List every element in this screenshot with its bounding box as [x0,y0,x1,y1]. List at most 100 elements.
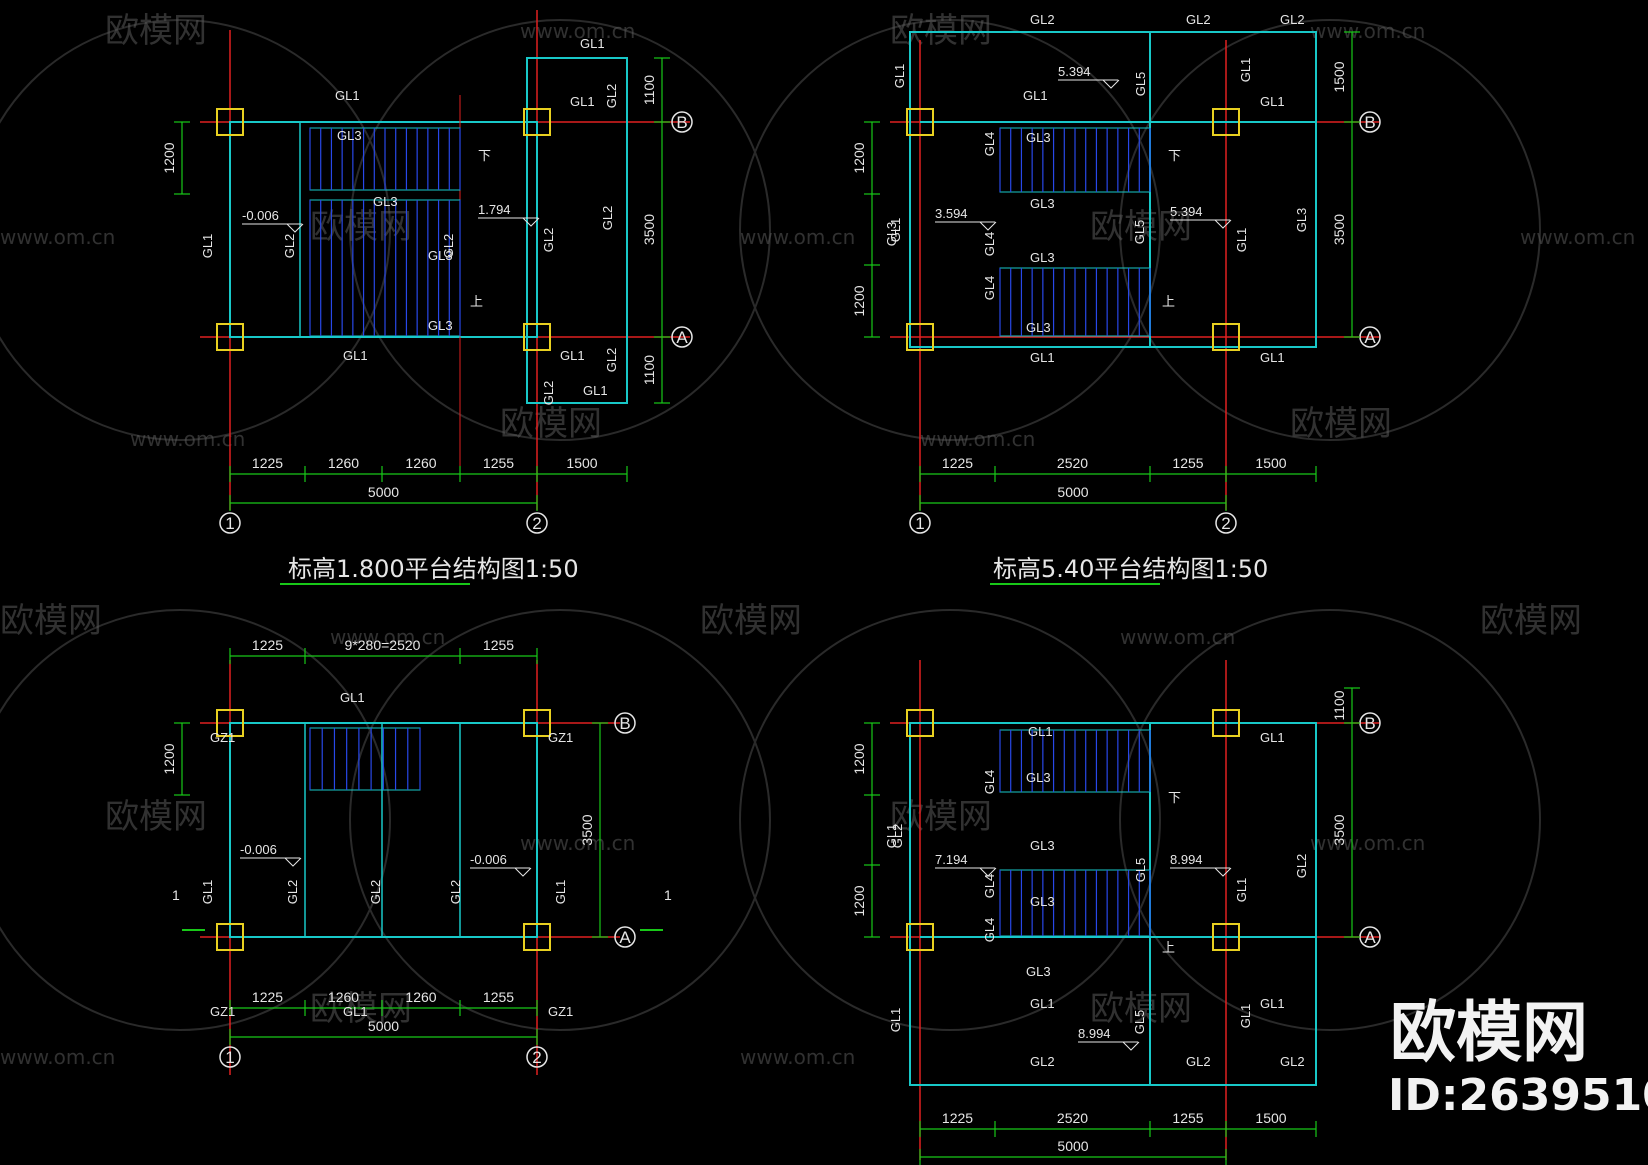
beam-label: GL1 [335,88,360,103]
right-dimension-text: 1100 [1331,690,1347,720]
watermark-url: www.om.cn [520,19,635,43]
axis-bubble-label: 2 [532,1048,541,1067]
beam-label: GL1 [1260,350,1285,365]
beam-label: GL2 [1186,12,1211,27]
level-value: 8.994 [1170,852,1203,867]
level-triangle [522,217,540,227]
watermark-arc [1119,19,1541,441]
level-triangle [514,867,532,877]
beam-label: GL1 [200,234,215,259]
watermark-brand-logo: 欧模网 [105,797,207,837]
left-dimension-text: 1200 [161,142,177,173]
beam-label: GL2 [282,234,297,259]
beam-label: GL2 [285,880,300,905]
beam-label: GL3 [1030,250,1055,265]
watermark-arc [0,609,391,1031]
beam-label: GL1 [583,383,608,398]
axis-bubble-label: 2 [1221,514,1230,533]
beam-frame [909,31,1317,348]
bottom-dimension-text: 2520 [1057,455,1088,471]
level-value: 5.394 [1170,204,1203,219]
right-dimension-text: 1500 [1331,61,1347,92]
beam-label: GL1 [1023,88,1048,103]
corner-badge: 欧模网 ID:2639510 [1388,994,1648,1121]
axis-bubble [614,712,636,734]
beam-label: GL5 [1132,220,1147,245]
watermark-brand-logo: 欧模网 [0,601,102,641]
watermark-arc [739,609,1161,1031]
corner-id-text: ID:2639510 [1388,1070,1648,1121]
level-triangle [286,223,304,233]
level-triangle [979,221,997,231]
beam-label: GL1 [200,880,215,905]
level-value: 1.794 [478,202,511,217]
column [906,108,934,136]
axis-bubble-label: B [676,113,687,132]
watermark-url: www.om.cn [740,1045,855,1069]
section-mark: 1 [172,887,180,903]
beam-label: GL3 [1030,894,1055,909]
axis-bubble-label: 1 [915,514,924,533]
beam-label: GL1 [1030,996,1055,1011]
beam-label: GL3 [1294,208,1309,233]
beam-label: GL3 [1026,964,1051,979]
beam-label: GL4 [982,874,997,899]
beam-label: GL5 [1133,858,1148,883]
bottom-dimension-text: 1225 [942,455,973,471]
column-label: GZ1 [210,730,235,745]
column [216,108,244,136]
bottom-dimension-text: 1260 [405,989,436,1005]
left-dimension-text: 1200 [851,142,867,173]
overall-dimension-text: 5000 [1057,1138,1088,1154]
axis-bubble-label: 2 [532,514,541,533]
beam-label: GL1 [340,690,365,705]
axis-bubble-label: 1 [225,514,234,533]
bottom-dimension-text: 1225 [252,455,283,471]
axis-bubble-label: A [676,328,688,347]
bottom-dimension-text: 1260 [405,455,436,471]
axis-bubble [526,512,548,534]
level-triangle [284,857,302,867]
beam-label: GL4 [982,918,997,943]
watermark-brand-logo: 欧模网 [310,989,412,1029]
column [1212,709,1240,737]
beam-label: GL1 [1238,1004,1253,1029]
column [523,323,551,351]
right-dimension-text: 1100 [641,75,657,105]
level-value: -0.006 [240,842,277,857]
watermark-url: www.om.cn [920,427,1035,451]
beam-label: GL3 [373,194,398,209]
beam-label: GL2 [441,234,456,259]
stair-down-mark: 下 [478,148,491,163]
beam-label: GL2 [541,381,556,406]
corner-brand-logo: 欧模网 [1390,994,1588,1071]
watermark-brand-logo: 欧模网 [1290,404,1392,444]
watermark-url: www.om.cn [1310,19,1425,43]
beam-label: GL4 [982,770,997,795]
stair-down-mark: 下 [1168,790,1181,805]
column-label: GZ1 [210,1004,235,1019]
beam-label: GL3 [1026,320,1051,335]
left-dimension-text: 1200 [161,743,177,774]
top-dimension-text: 9*280=2520 [345,637,421,653]
stair-down-mark: 下 [1168,148,1181,163]
beam-label: GL1 [888,218,903,243]
watermark-url: www.om.cn [1120,625,1235,649]
beam-label: GL2 [1280,1054,1305,1069]
beam-label: GL2 [541,228,556,253]
section-mark: 1 [664,887,672,903]
level-triangle [979,867,997,877]
beam-label: GL3 [428,248,453,263]
axis-bubble-label: B [1364,113,1375,132]
right-dimension-text: 3500 [1331,814,1347,845]
right-dimension-text: 1100 [641,355,657,385]
level-triangle [1122,1041,1140,1051]
column [906,709,934,737]
beam-label: GL1 [1238,58,1253,83]
level-triangle [1214,867,1232,877]
level-value: 8.994 [1078,1026,1111,1041]
axis-bubble [671,326,693,348]
beam-label: GL3 [1026,770,1051,785]
level-triangle [1214,219,1232,229]
